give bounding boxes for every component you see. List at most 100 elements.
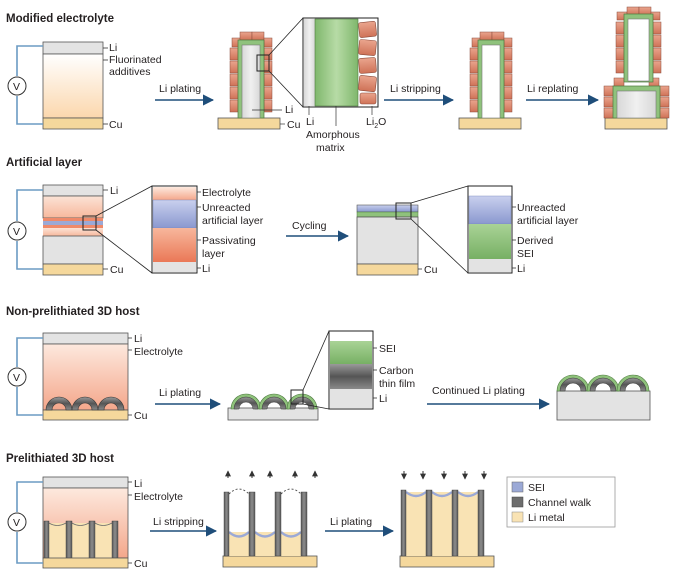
label-cu: Cu xyxy=(134,410,148,422)
cu-substrate xyxy=(217,117,281,130)
panel-title: Prelithiated 3D host xyxy=(6,453,114,465)
panel-title: Non-prelithiated 3D host xyxy=(6,306,140,318)
legend-swatch xyxy=(511,511,524,523)
label-cu: Cu xyxy=(134,558,148,570)
plated-lithium-column: Li Cu xyxy=(217,31,301,131)
continued-plating-host xyxy=(556,374,651,421)
label-li: Li xyxy=(134,478,142,490)
label-li-plating: Li plating xyxy=(159,83,201,95)
label-li: Li xyxy=(517,263,525,275)
li-electrode xyxy=(42,41,104,55)
label-li2o: Li2O xyxy=(366,116,386,130)
zoom-box xyxy=(395,202,412,220)
zoom-box xyxy=(256,54,270,72)
voltmeter-label: V xyxy=(13,226,20,238)
legend-label: Li metal xyxy=(528,512,565,524)
carbon-arches xyxy=(45,396,125,411)
label-continued-li-plating: Continued Li plating xyxy=(432,385,525,397)
panel-title: Modified electrolyte xyxy=(6,13,114,25)
up-arrows xyxy=(225,470,318,478)
label-cu: Cu xyxy=(424,264,438,276)
label-li-plating: Li plating xyxy=(330,516,372,528)
battery-cell xyxy=(42,332,129,421)
inset-li-layer xyxy=(304,19,315,106)
label-li-stripping: Li stripping xyxy=(153,516,204,528)
voltmeter-circuit: V xyxy=(7,189,43,270)
zoom-inset-artificial-layer xyxy=(95,185,198,274)
zoom-inset-carbon-host xyxy=(302,330,374,410)
label-unreacted-1: Unreacted xyxy=(517,202,566,214)
voltmeter-label: V xyxy=(13,81,20,93)
battery-cell xyxy=(42,41,104,130)
label-li: Li xyxy=(379,393,387,405)
label-electrolyte: Electrolyte xyxy=(134,491,183,503)
zoom-line xyxy=(268,70,304,108)
stripped-column xyxy=(458,31,522,130)
label-unreacted-2: artificial layer xyxy=(202,215,264,227)
label-unreacted-2: artificial layer xyxy=(517,215,579,227)
panel-prelithiated-3d-host: Prelithiated 3D host V Li xyxy=(6,453,616,570)
zoom-inset-derived-sei xyxy=(410,185,513,274)
legend-label: Channel walk xyxy=(528,497,592,509)
plated-3d-host xyxy=(227,389,319,421)
panel-artificial-layer: Artificial layer V Li Cu xyxy=(6,157,579,276)
label-li-stripping: Li stripping xyxy=(390,83,441,95)
electrolyte-region xyxy=(42,53,104,119)
down-arrows xyxy=(401,471,487,480)
label-unreacted-1: Unreacted xyxy=(202,202,251,214)
label-amorphous-2: matrix xyxy=(316,142,345,154)
legend-item: Li metal xyxy=(511,511,565,524)
label-li: Li xyxy=(109,42,117,54)
replated-column xyxy=(603,6,670,130)
circuit-wire xyxy=(16,45,43,125)
voltmeter-circuit: V xyxy=(7,45,43,125)
label-amorphous-1: Amorphous xyxy=(306,129,360,141)
label-fluorinated-2: additives xyxy=(109,66,150,78)
voltmeter-icon xyxy=(7,367,27,387)
label-derived-2: SEI xyxy=(517,248,534,260)
label-passivating-1: Passivating xyxy=(202,235,256,247)
label-li: Li xyxy=(134,333,142,345)
label-li-replating: Li replating xyxy=(527,83,579,95)
legend-swatch xyxy=(511,481,524,493)
battery-cell xyxy=(42,184,104,276)
zoom-box xyxy=(82,215,97,231)
voltmeter-icon xyxy=(7,76,27,96)
legend: SEI Channel walk Li metal xyxy=(506,476,616,528)
legend-item: Channel walk xyxy=(511,496,592,509)
legend-item: SEI xyxy=(511,481,545,494)
voltmeter-label: V xyxy=(13,517,20,529)
inset-amorphous-matrix xyxy=(314,18,359,107)
label-li: Li xyxy=(202,263,210,275)
stripped-3d-host xyxy=(222,470,318,568)
zoom-box xyxy=(290,389,304,405)
panel-title: Artificial layer xyxy=(6,157,83,169)
label-derived-1: Derived xyxy=(517,235,553,247)
label-fluorinated-1: Fluorinated xyxy=(109,54,162,66)
legend-frame xyxy=(506,476,616,528)
label-electrolyte: Electrolyte xyxy=(202,187,251,199)
legend-label: SEI xyxy=(528,482,545,494)
cycled-cell xyxy=(356,202,419,276)
zoom-inset-sei-structure: Li Amorphous matrix Li2O xyxy=(268,17,386,154)
label-cu: Cu xyxy=(109,119,123,131)
cu-electrode xyxy=(42,117,104,130)
label-li: Li xyxy=(285,104,293,116)
panel-non-prelithiated-3d-host: Non-prelithiated 3D host V Li Electrolyt… xyxy=(6,306,651,422)
label-sei: SEI xyxy=(379,343,396,355)
voltmeter-icon xyxy=(7,512,27,532)
voltmeter-label: V xyxy=(13,372,20,384)
label-li-plating: Li plating xyxy=(159,387,201,399)
inset-li2o-bricks xyxy=(358,20,377,105)
replated-3d-host xyxy=(399,471,495,568)
label-carbon-2: thin film xyxy=(379,378,415,390)
legend-swatch xyxy=(511,496,524,508)
label-cu: Cu xyxy=(110,264,124,276)
label-passivating-2: layer xyxy=(202,248,225,260)
battery-cell xyxy=(42,476,129,569)
label-carbon-1: Carbon xyxy=(379,365,414,377)
label-cu: Cu xyxy=(287,119,301,131)
label-li: Li xyxy=(110,185,118,197)
voltmeter-icon xyxy=(7,221,27,241)
